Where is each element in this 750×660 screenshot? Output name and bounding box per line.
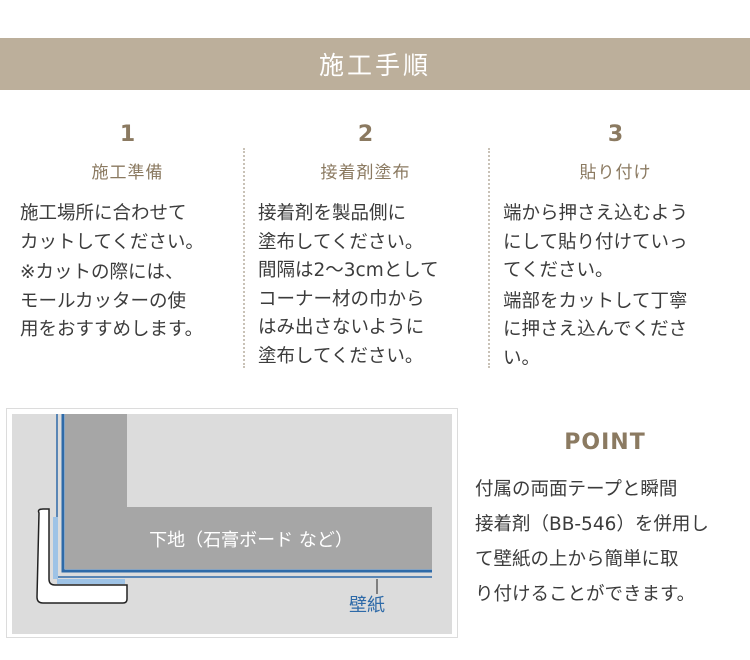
wallpaper-line-outer [61, 414, 432, 573]
step-title: 接着剤塗布 [320, 163, 411, 183]
wallpaper-label: 壁紙 [349, 595, 385, 616]
step-divider [243, 148, 245, 368]
step-body: 施工場所に合わせてカットしてください。 ※カットの際には、モールカッターの使用を… [20, 200, 235, 345]
corner-molding [36, 508, 128, 604]
step-paragraph: 端部をカットして丁寧に押さえ込んでください。 [503, 290, 688, 369]
point-title: POINT [564, 430, 646, 455]
step-title: 施工準備 [91, 163, 164, 183]
section-title: 施工手順 [318, 51, 431, 80]
section-header-banner: 施工手順 [0, 38, 750, 90]
substrate-label: 下地（石膏ボード など） [149, 529, 353, 551]
step-number: 2 [357, 122, 374, 147]
substrate-board [65, 414, 432, 569]
step-paragraph: 施工場所に合わせてカットしてください。 [20, 203, 204, 253]
step-body: 端から押さえ込むようにして貼り付けていってください。 端部をカットして丁寧に押さ… [503, 200, 728, 373]
step-divider [488, 148, 490, 368]
step-title: 貼り付け [579, 163, 652, 183]
step-paragraph: 接着剤を製品側に塗布してください。間隔は2〜3cmとしてコーナー材の巾からはみ出… [258, 203, 439, 367]
installation-diagram: 下地（石膏ボード など） 壁紙 [6, 408, 458, 638]
step-body: 接着剤を製品側に塗布してください。間隔は2〜3cmとしてコーナー材の巾からはみ出… [258, 200, 473, 371]
step-number: 1 [119, 122, 136, 147]
step-paragraph: 端から押さえ込むようにして貼り付けていってください。 [503, 203, 689, 281]
adhesive-strip-horizontal [57, 579, 125, 584]
point-description: 付属の両面テープと瞬間接着剤（BB-546）を併用して壁紙の上から簡単に取り付け… [475, 479, 709, 605]
step-paragraph: ※カットの際には、モールカッターの使用をおすすめします。 [20, 262, 204, 340]
diagram-illustration: 下地（石膏ボード など） 壁紙 [12, 414, 452, 634]
steps-section: 1 施工準備 施工場所に合わせてカットしてください。 ※カットの際には、モールカ… [0, 118, 750, 378]
adhesive-strip-vertical [53, 517, 58, 579]
step-number: 3 [607, 122, 624, 147]
